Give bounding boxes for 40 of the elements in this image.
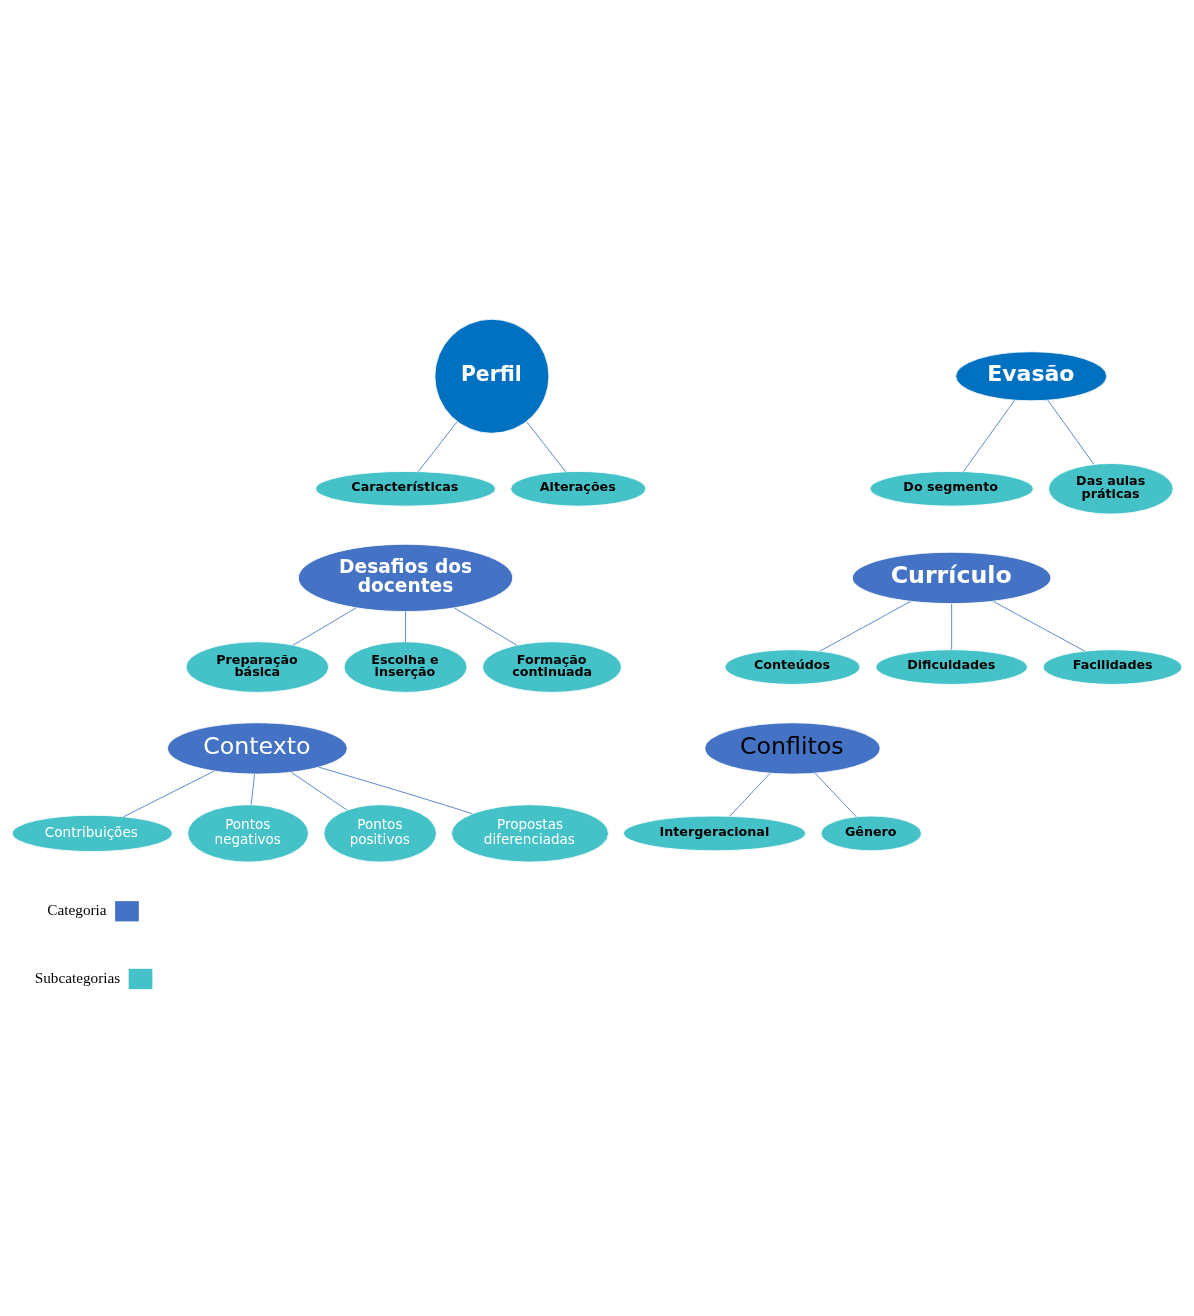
node-ellipse: Do segmento — [869, 470, 1034, 507]
node-ellipse: Evasão — [955, 350, 1108, 401]
node-ellipse: Das aulas práticas — [1048, 462, 1174, 514]
node-ellipse: Facilidades — [1042, 648, 1183, 685]
node-ellipse: Desafios dos docentes — [297, 543, 514, 612]
connector — [1047, 399, 1095, 465]
node-ellipse: Preparação básica — [185, 640, 330, 693]
connector — [453, 606, 518, 646]
connector — [819, 600, 911, 652]
legend-label: Categoria — [47, 900, 107, 918]
node-ellipse: Características — [315, 470, 496, 507]
node-circle: Perfil — [434, 318, 550, 434]
node-ellipse: Gênero — [820, 815, 922, 851]
connector — [963, 399, 1015, 472]
node-ellipse: Contexto — [167, 721, 348, 775]
node-ellipse: Conflitos — [704, 721, 881, 775]
connector — [417, 420, 458, 472]
node-ellipse: Alterações — [510, 470, 647, 507]
node-ellipse: Pontos positivos — [323, 803, 437, 862]
connector — [250, 773, 255, 805]
node-ellipse: Formação continuada — [482, 640, 622, 693]
connector — [526, 420, 567, 472]
node-ellipse: Pontos negativos — [187, 803, 309, 862]
connector — [951, 602, 953, 650]
connector — [291, 771, 348, 810]
connector — [318, 766, 473, 814]
node-ellipse: Contribuições — [11, 814, 173, 852]
connector — [993, 600, 1086, 652]
node-ellipse: Escolha e inserção — [343, 640, 468, 693]
legend-label: Subcategorias — [34, 968, 121, 986]
connector — [405, 610, 406, 642]
connector — [729, 772, 771, 817]
node-ellipse: Dificuldades — [875, 648, 1028, 685]
connector — [292, 606, 357, 646]
node-ellipse: Propostas diferenciadas — [451, 803, 609, 862]
connector — [123, 770, 215, 817]
node-ellipse: Intergeracional — [623, 815, 806, 851]
node-ellipse: Conteúdos — [724, 648, 861, 685]
connector — [814, 772, 857, 817]
node-ellipse: Currículo — [851, 551, 1052, 604]
